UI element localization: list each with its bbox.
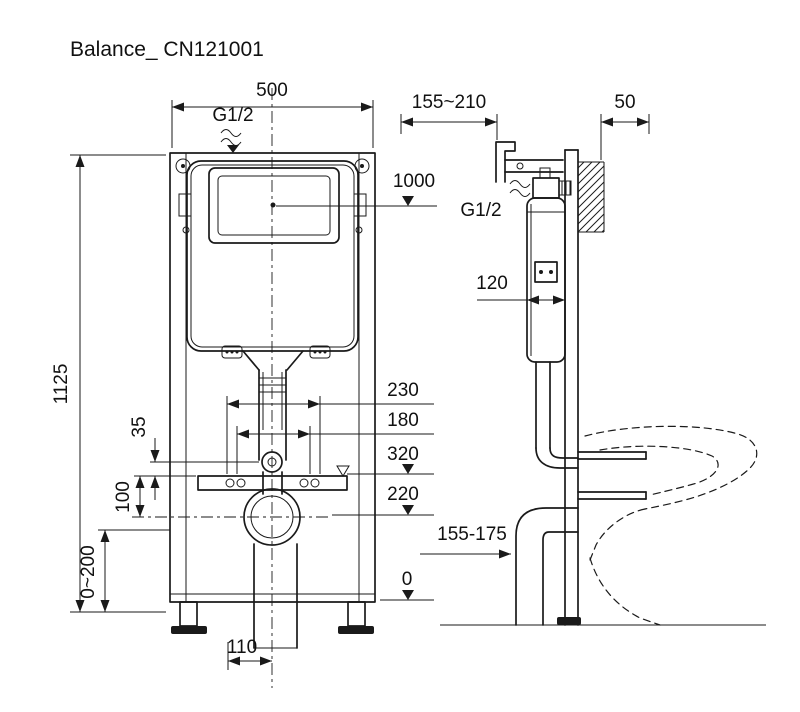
dim-outlet-height-label: 155-175	[437, 524, 507, 545]
dim-inlet-thread-label: G1/2	[212, 105, 253, 126]
wall-section-hatch	[577, 161, 605, 233]
mounting-studs	[577, 451, 647, 500]
window-center-mark	[270, 202, 276, 208]
side-view	[440, 141, 766, 626]
dim-span-230-label: 230	[387, 380, 419, 401]
cistern	[178, 160, 367, 359]
front-dimensions: 500 G1/2 1000 1125 0~200 35 100 230	[51, 80, 437, 670]
dim-level-320-label: 320	[387, 444, 419, 465]
right-foot	[338, 626, 374, 634]
dim-width-label: 500	[256, 80, 288, 101]
level-triangle-icon	[402, 196, 414, 206]
dim-frame-height-label: 1125	[51, 364, 72, 405]
drain-pipe	[253, 543, 298, 649]
wall-bracket	[495, 141, 564, 183]
level-triangle-icon	[402, 464, 414, 474]
drawing-title: Balance_ CN121001	[70, 38, 264, 61]
side-foot	[557, 617, 581, 625]
flush-pipe	[242, 350, 304, 495]
dim-side-inlet-thread-label: G1/2	[460, 200, 501, 221]
dim-actuator-height-label: 1000	[393, 171, 435, 192]
water-flow-icon	[509, 180, 531, 188]
frame-legs	[171, 601, 374, 634]
fixing-rail	[197, 465, 350, 491]
level-triangle-icon	[402, 505, 414, 515]
left-foot	[171, 626, 207, 634]
dim-offset-110-label: 110	[227, 637, 257, 658]
dim-offset-100-label: 100	[113, 481, 134, 513]
dim-depth-adjust-label: 155~210	[412, 92, 487, 113]
flush-pipe-side	[535, 361, 579, 469]
datum-triangle-icon	[336, 465, 350, 477]
front-view	[132, 88, 376, 688]
dim-leg-adjust-label: 0~200	[78, 545, 99, 598]
side-dimensions: 155~210 50 G1/2 120 155-175	[400, 92, 650, 559]
dim-span-180-label: 180	[387, 410, 419, 431]
water-inlet-symbol	[220, 129, 242, 153]
level-triangle-icon	[402, 590, 414, 600]
waste-elbow	[515, 507, 579, 626]
frame-outline	[169, 152, 376, 603]
dim-offset-35-label: 35	[129, 416, 150, 437]
dim-level-220-label: 220	[387, 484, 419, 505]
side-frame-rail	[557, 149, 581, 626]
toilet-bowl-outline	[584, 425, 758, 626]
cistern-side-profile	[526, 197, 566, 363]
dim-wall-fixing-label: 50	[614, 92, 635, 113]
dim-cistern-depth-label: 120	[476, 273, 508, 294]
dim-level-0-label: 0	[402, 569, 413, 590]
